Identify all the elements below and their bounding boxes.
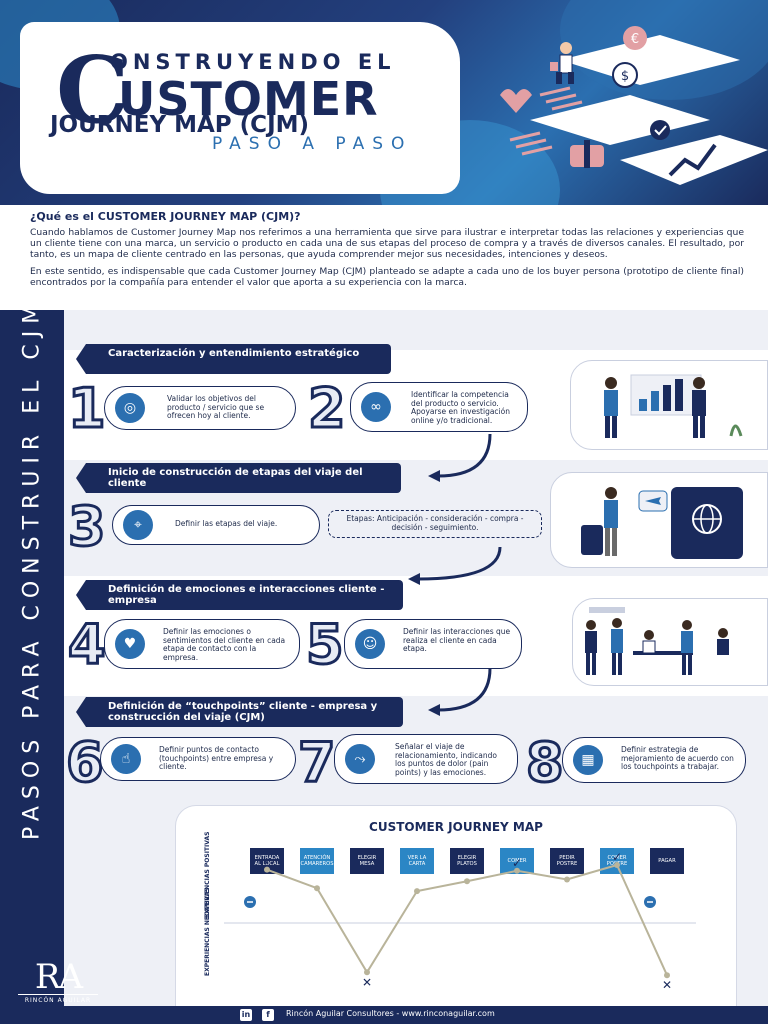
cjm-stage: ELEGIR MESA — [350, 848, 384, 874]
step-text-1: Validar los objetivos del producto / ser… — [167, 394, 265, 420]
cjm-title: CUSTOMER JOURNEY MAP — [369, 820, 543, 834]
footer: in f Rincón Aguilar Consultores - www.ri… — [0, 1006, 768, 1024]
section-banner-4: Definición de “touchpoints” cliente - em… — [76, 697, 403, 727]
step-number-7: 7 — [297, 731, 338, 794]
photo-interaction — [572, 598, 768, 686]
cjm-point — [364, 969, 370, 976]
company-logo: RA RINCÓN AGUILAR — [18, 960, 98, 1004]
strategy-icon: ▦ — [573, 745, 603, 775]
title-line1: ONSTRUYENDO EL — [110, 50, 396, 74]
photo-travel — [550, 472, 768, 568]
binoculars-icon: ∞ — [361, 392, 391, 422]
facebook-icon[interactable]: f — [262, 1009, 274, 1021]
cjm-stage: VER LA CARTA — [400, 848, 434, 874]
section-banner-2: Inicio de construcción de etapas del via… — [76, 463, 401, 493]
linkedin-icon[interactable]: in — [240, 1009, 252, 1021]
step-card-3: ⌖ Definir las etapas del viaje. — [112, 505, 320, 545]
step-number-8: 8 — [525, 731, 566, 794]
photo-strategy — [570, 360, 768, 450]
intro-paragraph: Cuando hablamos de Customer Journey Map … — [30, 227, 744, 260]
step-text-8: Definir estrategia de mejoramiento de ac… — [621, 745, 734, 771]
title-journey-map: JOURNEY MAP (CJM) — [50, 112, 310, 138]
journey-icon: ⤳ — [345, 744, 375, 774]
header-banner: C ONSTRUYENDO EL USTOMER JOURNEY MAP (CJ… — [0, 0, 768, 205]
logo-initials: RA — [34, 957, 83, 997]
intro-section: ¿Qué es el CUSTOMER JOURNEY MAP (CJM)? C… — [30, 210, 744, 294]
title-subtitle: PASO A PASO — [212, 134, 413, 154]
stages-note: Etapas: Anticipación - consideración - c… — [328, 510, 542, 538]
title-panel — [20, 22, 460, 194]
section-banner-3: Definición de emociones e interacciones … — [76, 580, 403, 610]
step-text-7: Señalar el viaje de relacionamiento, ind… — [395, 742, 497, 777]
flow-arrow — [428, 667, 492, 716]
logo-name: RINCÓN AGUILAR — [18, 994, 98, 1004]
step-card-5: ☺ Definir las interacciones que realiza … — [344, 619, 522, 669]
cjm-check-marker: ✓ — [512, 856, 522, 870]
route-icon: ⌖ — [123, 510, 153, 540]
flow-arrow — [408, 546, 502, 585]
step-text-6: Definir puntos de contacto (touchpoints)… — [159, 745, 274, 771]
journey-stairs-illustration: € $ — [500, 26, 768, 185]
cjm-x-marker: ✕ — [362, 975, 372, 989]
step-number-2: 2 — [307, 377, 348, 440]
footer-company[interactable]: Rincón Aguilar Consultores - www.rincona… — [286, 1009, 495, 1018]
cjm-point — [564, 876, 570, 883]
cjm-point — [464, 878, 470, 885]
cjm-point — [264, 866, 270, 873]
intro-heading: ¿Qué es el CUSTOMER JOURNEY MAP (CJM)? — [30, 210, 301, 223]
title-customer: USTOMER — [118, 72, 379, 126]
people-icon: ☺ — [355, 629, 385, 659]
cjm-stage: PEDIR POSTRE — [550, 848, 584, 874]
section-banner-1: Caracterización y entendimiento estratég… — [76, 344, 391, 374]
step-card-2: ∞ Identificar la competencia del product… — [350, 382, 528, 432]
step-text-3: Definir las etapas del viaje. — [175, 519, 278, 528]
step-number-6: 6 — [65, 731, 106, 794]
step-text-5: Definir las interacciones que realiza el… — [403, 627, 511, 653]
cjm-plot: ✓ ✕ ✓ ✓ ✕ — [224, 850, 696, 992]
step-number-1: 1 — [67, 377, 108, 440]
target-icon: ◎ — [115, 393, 145, 423]
step-number-4: 4 — [67, 613, 108, 676]
step-card-7: ⤳ Señalar el viaje de relacionamiento, i… — [334, 734, 518, 784]
heart-icon: ♥ — [115, 629, 145, 659]
cjm-stage: ATENCIÓN CAMAREROS — [300, 848, 334, 874]
step-card-4: ♥ Definir las emociones o sentimientos d… — [104, 619, 300, 669]
svg-text:€: € — [631, 32, 639, 47]
cjm-point — [514, 867, 520, 874]
cjm-point — [414, 888, 420, 895]
cjm-check-marker: ✓ — [262, 855, 272, 869]
step-card-8: ▦ Definir estrategia de mejoramiento de … — [562, 737, 746, 783]
title-big-c: C — [56, 36, 130, 144]
step-card-1: ◎ Validar los objetivos del producto / s… — [104, 386, 296, 430]
cjm-x-marker: ✕ — [662, 978, 672, 992]
step-number-3: 3 — [67, 495, 108, 558]
step-text-2: Identificar la competencia del producto … — [411, 390, 510, 425]
intro-paragraph: En este sentido, es indispensable que ca… — [30, 266, 744, 288]
cjm-check-marker: ✓ — [612, 850, 622, 864]
cjm-stage: ELEGIR PLATOS — [450, 848, 484, 874]
cjm-point — [614, 862, 620, 868]
side-title: PASOS PARA CONSTRUIR EL CJM — [19, 297, 45, 840]
svg-text:$: $ — [621, 69, 629, 84]
step-text-4: Definir las emociones o sentimientos del… — [163, 627, 286, 662]
touch-icon: ☝ — [111, 744, 141, 774]
cjm-point — [664, 972, 670, 979]
side-bar — [0, 310, 64, 1024]
flow-arrow — [428, 433, 492, 482]
step-number-5: 5 — [305, 613, 346, 676]
cjm-point — [314, 885, 320, 892]
step-card-6: ☝ Definir puntos de contacto (touchpoint… — [100, 737, 296, 781]
cjm-stage: PAGAR — [650, 848, 684, 874]
